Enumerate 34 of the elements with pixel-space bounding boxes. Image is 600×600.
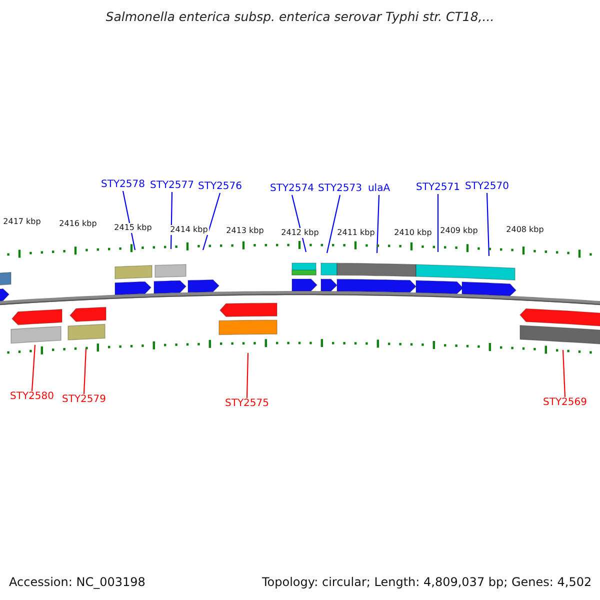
gene-label: STY2576 — [198, 182, 242, 192]
gene-label: ulaA — [368, 184, 390, 194]
leader-line — [376, 194, 380, 254]
leader-line — [202, 192, 221, 250]
gene-label: STY2577 — [150, 181, 194, 191]
leader-line — [486, 192, 490, 256]
scale-label: 2413 kbp — [225, 226, 265, 236]
footer-note: Topology: circular; Length: 4,809,037 bp; Genes: 4,502 — [262, 576, 592, 588]
gene-label: STY2578 — [101, 180, 145, 190]
leader-line — [437, 194, 439, 252]
gene-label: STY2571 — [416, 183, 460, 193]
scale-label: 2414 kbp — [169, 225, 209, 235]
footer-note: Accession: NC_003198 — [9, 576, 146, 588]
scale-label: 2410 kbp — [393, 228, 433, 238]
leader-line — [83, 348, 87, 394]
gene-label: STY2570 — [465, 182, 509, 192]
leader-line — [326, 194, 341, 254]
gene-label: STY2574 — [270, 184, 314, 194]
scale-label: 2416 kbp — [58, 219, 98, 229]
scale-label: 2412 kbp — [280, 228, 320, 238]
gene-label: STY2569 — [543, 398, 587, 408]
leader-line — [562, 350, 566, 398]
scale-label: 2417 kbp — [2, 217, 42, 227]
scale-label: 2409 kbp — [439, 226, 479, 236]
leader-line — [246, 352, 249, 398]
map-title: Salmonella enterica subsp. enterica serovar Typhi str. CT18,... — [106, 11, 494, 24]
leader-line — [31, 344, 36, 392]
gene-label: STY2575 — [225, 399, 269, 409]
scale-label: 2411 kbp — [336, 228, 376, 238]
scale-label: 2415 kbp — [113, 223, 153, 233]
scale-label: 2408 kbp — [505, 225, 545, 235]
gene-label: STY2580 — [10, 392, 54, 402]
gene-label: STY2573 — [318, 184, 362, 194]
gene-label: STY2579 — [62, 395, 106, 405]
